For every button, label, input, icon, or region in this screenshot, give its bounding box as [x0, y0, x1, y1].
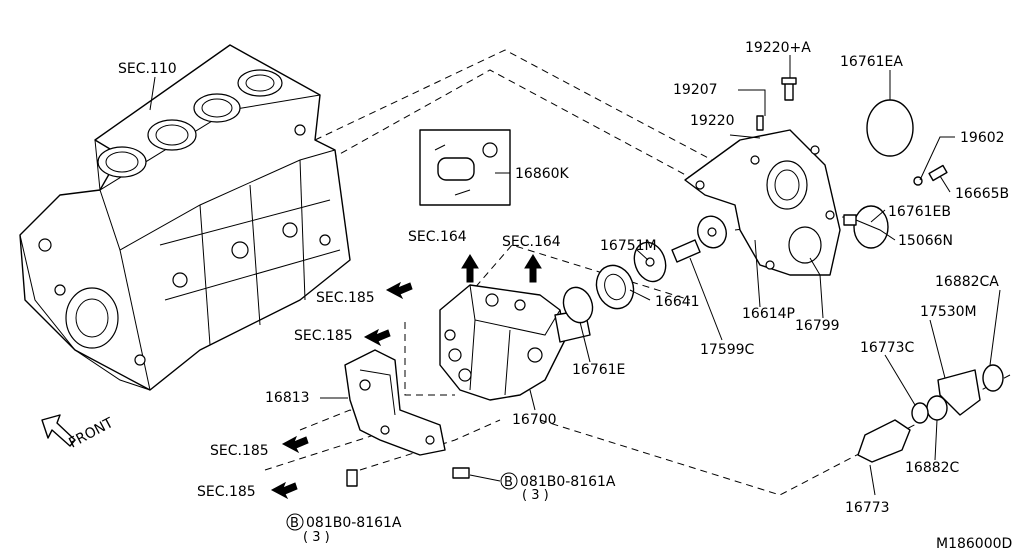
- label-16700: 16700: [512, 412, 557, 428]
- label-diagram-code: M186000D: [936, 536, 1012, 552]
- label-19602: 19602: [960, 130, 1005, 146]
- label-sec185-d: SEC.185: [197, 484, 256, 500]
- front-label: FRONT: [66, 415, 116, 452]
- front-cover: [684, 129, 841, 276]
- bolt-left-qty: ( 3 ): [303, 530, 330, 545]
- label-16799: 16799: [795, 318, 840, 334]
- injection-pump: [439, 284, 591, 401]
- label-16751m: 16751M: [600, 238, 657, 254]
- bolt-left-symbol: B: [290, 516, 299, 531]
- label-16614p: 16614P: [742, 306, 795, 322]
- label-16860k: 16860K: [515, 166, 570, 182]
- direction-arrows: [270, 254, 542, 500]
- bolt-right-code: 081B0-8161A: [520, 474, 616, 490]
- label-19207: 19207: [673, 82, 718, 98]
- small-parts: [346, 77, 1004, 487]
- label-16882ca: 16882CA: [935, 274, 999, 290]
- label-16641: 16641: [655, 294, 700, 310]
- label-16761e: 16761E: [572, 362, 625, 378]
- bolt-right-qty: ( 3 ): [522, 488, 549, 503]
- front-arrow: [41, 414, 76, 447]
- label-19220a: 19220+A: [745, 40, 811, 56]
- label-16761eb: 16761EB: [888, 204, 951, 220]
- bolt-callout-right: B 081B0-8161A ( 3 ): [500, 472, 616, 503]
- label-16882c: 16882C: [905, 460, 960, 476]
- label-19220: 19220: [690, 113, 735, 129]
- label-sec185-a: SEC.185: [316, 290, 375, 306]
- label-front: FRONT: [66, 415, 116, 452]
- label-sec110: SEC.110: [118, 61, 177, 77]
- label-sec185-c: SEC.185: [210, 443, 269, 459]
- part-labels: SEC.110 16860K 19220+A 16761EA 19207 192…: [118, 40, 1012, 552]
- pump-bracket: [344, 349, 446, 456]
- label-16665b: 16665B: [955, 186, 1009, 202]
- label-sec164-b: SEC.164: [502, 234, 561, 250]
- label-sec185-b: SEC.185: [294, 328, 353, 344]
- engine-block: [19, 44, 351, 391]
- label-16813: 16813: [265, 390, 310, 406]
- label-17599c: 17599C: [700, 342, 755, 358]
- bolt-callout-left: B 081B0-8161A ( 3 ): [286, 513, 402, 545]
- bolt-left-code: 081B0-8161A: [306, 515, 402, 531]
- label-16761ea: 16761EA: [840, 54, 903, 70]
- label-16773: 16773: [845, 500, 890, 516]
- label-16773c: 16773C: [860, 340, 915, 356]
- drive-components: [562, 215, 727, 324]
- label-17530m: 17530M: [920, 304, 977, 320]
- label-15066n: 15066N: [898, 233, 953, 249]
- bolt-right-symbol: B: [504, 475, 513, 490]
- label-sec164-a: SEC.164: [408, 229, 467, 245]
- leader-lines: [149, 55, 1001, 496]
